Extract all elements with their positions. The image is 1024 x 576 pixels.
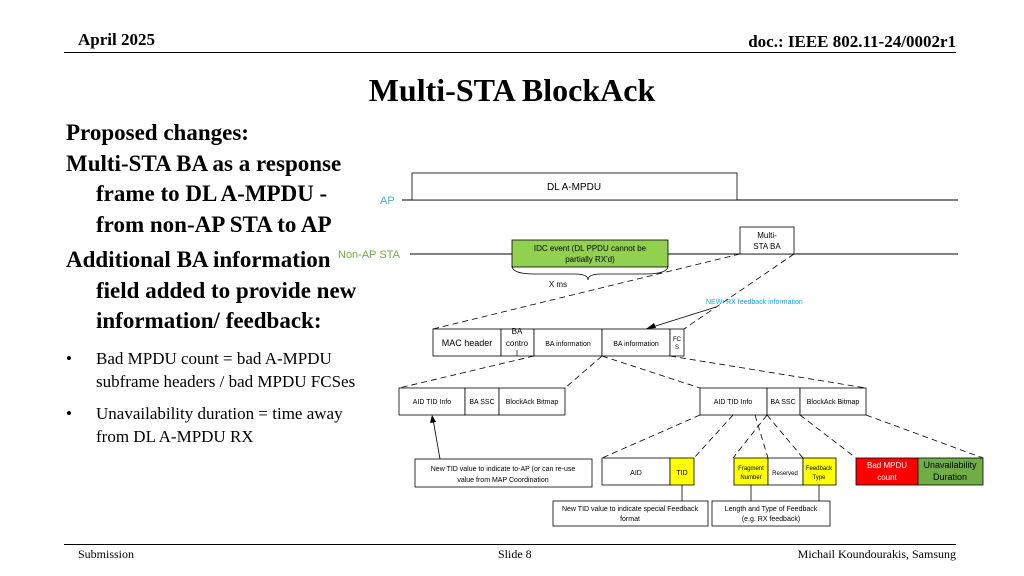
aid-subfield — [601, 457, 671, 486]
dl-ampdu-box — [411, 172, 738, 201]
bullet-list: Bad MPDU count = bad A-MPDU subframe hea… — [66, 347, 376, 448]
reserved-subfield-label: Reserved — [772, 471, 798, 477]
unavailability-duration-label-2: Duration — [933, 472, 967, 482]
expand-line-aid-mid1 — [732, 414, 768, 459]
bullet-unavailability-duration: Unavailability duration = time away from… — [66, 402, 376, 448]
new-tid-note-box — [414, 458, 593, 488]
expand-line-ba2-right — [669, 355, 867, 389]
x-ms-brace — [511, 265, 669, 281]
heading-additional-ba-info: Additional BA information field added to… — [66, 247, 357, 333]
feedback-type-label-1: Feedback — [806, 466, 833, 472]
right-blockack-bitmap-label: BlockAck Bitmap — [807, 399, 860, 406]
expand-line-ba2-left — [601, 355, 701, 389]
tid-subfield — [669, 457, 695, 486]
footer-submission: Submission — [78, 547, 135, 561]
left-ba-ssc-label: BA SSC — [469, 399, 494, 406]
idc-event-box — [511, 239, 669, 268]
unavailability-duration-subfield — [917, 457, 984, 486]
new-tid-note-line-2: value from MAP Coordination — [457, 477, 548, 484]
mac-header-label: MAC header — [442, 338, 493, 348]
footer-divider — [64, 544, 956, 545]
expand-line-aid-left — [601, 414, 701, 459]
special-feedback-note-line-2: format — [620, 516, 640, 523]
expand-line-ba1-right — [564, 355, 603, 389]
header-divider — [64, 52, 956, 53]
expand-line-aid-right — [865, 414, 984, 459]
aid-subfield-label: AID — [630, 470, 642, 477]
ba-control-label-1: BA — [512, 327, 523, 336]
ba-information-field-2 — [601, 328, 671, 357]
body-text: Proposed changes: Multi-STA BA as a resp… — [66, 118, 376, 457]
ba-control-label-3: l — [516, 349, 518, 358]
expand-line-aid-bad — [799, 414, 857, 459]
special-feedback-note-box — [552, 500, 709, 527]
idc-event-label-1: IDC event (DL PPDU cannot be — [534, 244, 647, 253]
non-ap-sta-label: Non-AP STA — [338, 249, 401, 261]
header-date: April 2025 — [78, 30, 155, 49]
new-feedback-label: NEW: RX feedback information — [706, 299, 803, 306]
ba-information-label-1: BA information — [545, 341, 591, 348]
idc-event-label-2: partially RX'd) — [565, 255, 615, 264]
ba-information-label-2: BA information — [613, 341, 659, 348]
heading-proposed-changes: Proposed changes: — [66, 120, 249, 145]
bad-mpdu-count-label-1: Bad MPDU — [867, 461, 907, 470]
multi-sta-ba-label-1: Multi- — [757, 231, 777, 240]
footer-slide-number: Slide 8 — [498, 547, 532, 561]
fragment-number-label-2: Number — [740, 475, 761, 481]
header-doc-id: doc.: IEEE 802.11-24/0002r1 — [748, 32, 956, 51]
right-aid-tid-info-label: AID TID Info — [714, 399, 752, 406]
ap-label: AP — [380, 195, 395, 207]
fcs-label-2: S — [675, 345, 679, 351]
expand-line-right — [683, 253, 795, 330]
reserved-subfield — [767, 457, 804, 486]
dl-ampdu-label: DL A-MPDU — [547, 182, 601, 193]
right-ba-ssc-label: BA SSC — [770, 399, 795, 406]
feedback-type-subfield — [802, 457, 837, 486]
left-blockack-bitmap-field — [498, 387, 566, 416]
left-blockack-bitmap-label: BlockAck Bitmap — [506, 399, 559, 406]
fcs-label-1: FC — [673, 337, 682, 343]
expand-line-left — [432, 253, 741, 330]
length-type-note-line-1: Length and Type of Feedback — [725, 506, 818, 513]
right-blockack-bitmap-field — [799, 387, 867, 416]
bullet-bad-mpdu-count: Bad MPDU count = bad A-MPDU subframe hea… — [66, 347, 376, 393]
unavailability-duration-label-1: Unavailability — [923, 460, 977, 470]
ba-control-label-2: contro — [506, 339, 529, 348]
expand-line-aid-reserved — [766, 414, 804, 459]
ba-information-field-1 — [533, 328, 603, 357]
bad-mpdu-count-label-2: count — [877, 473, 897, 482]
fcs-field — [669, 328, 685, 357]
left-aid-tid-info-label: AID TID Info — [413, 399, 451, 406]
new-tid-note-line-1: New TID value to indicate to-AP (or can … — [431, 466, 576, 473]
left-ba-ssc-field — [464, 387, 500, 416]
new-tid-note-arrow — [432, 418, 441, 460]
expand-line-aid-frag — [754, 414, 769, 459]
multi-sta-ba-label-2: STA BA — [753, 242, 781, 251]
tid-subfield-label: TID — [676, 470, 687, 477]
length-type-note-box — [711, 500, 831, 527]
expand-line-ba1-left — [398, 355, 535, 389]
slide-title: Multi-STA BlockAck — [368, 72, 656, 108]
mac-header-field — [432, 328, 502, 357]
expand-line-aid-tid — [693, 414, 734, 459]
length-type-note-line-2: (e.g. RX feedback) — [742, 516, 800, 523]
new-tid-note-arrowhead — [430, 415, 436, 423]
new-feedback-arrow — [645, 306, 717, 330]
heading-multi-sta-ba: Multi-STA BA as a response frame to DL A… — [66, 150, 342, 237]
new-feedback-arrowhead — [646, 323, 656, 329]
footer-author: Michail Koundourakis, Samsung — [797, 547, 956, 561]
special-feedback-note-line-1: New TID value to indicate special Feedba… — [562, 506, 699, 513]
fragment-number-label-1: Fragment — [738, 466, 764, 472]
x-ms-label: X ms — [549, 280, 567, 289]
feedback-type-label-2: Type — [812, 475, 826, 481]
multi-sta-ba-box — [739, 226, 795, 255]
ba-control-field — [500, 328, 535, 357]
